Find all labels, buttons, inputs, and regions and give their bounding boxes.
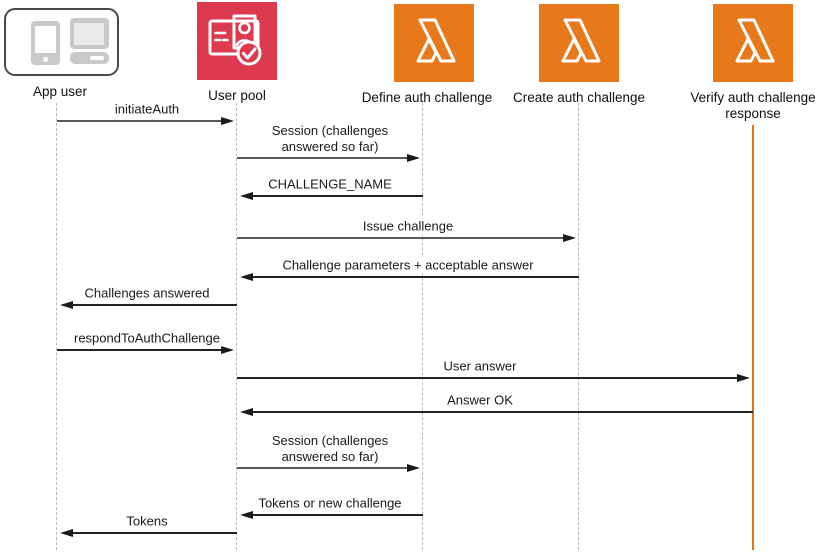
message-arrowhead-icon [407,153,420,162]
actor-label-define-auth-challenge: Define auth challenge [361,90,493,105]
laptop-base-slot [89,56,104,60]
lifeline-verify-auth-challenge-response [751,125,755,550]
message-line [251,411,753,413]
message-line [251,514,423,516]
devices-icon-frame [3,8,119,76]
message-label: Tokens [123,513,171,529]
message-line [251,195,423,197]
message-label: CHALLENGE_NAME [265,176,395,192]
message-label: User answer [440,358,520,374]
message-line [237,236,565,240]
lambda-icon [539,4,619,87]
message-label: Issue challenge [359,218,457,234]
message-arrowhead-icon [221,116,234,125]
message-label: respondToAuthChallenge [71,330,223,346]
lifeline-define-auth-challenge [422,103,424,550]
lifeline-create-auth-challenge [578,103,580,550]
message-arrowhead-icon [240,510,253,519]
actor-app-user: App user [0,0,157,100]
actor-user-pool: User pool [137,0,337,104]
phone-screen [34,26,56,53]
lambda-icon [394,4,474,87]
devices-icon [3,8,119,81]
phone-home-button [42,56,48,62]
actor-verify-auth-challenge-response: Verify auth challenge response [653,0,837,122]
message-arrowhead-icon [60,528,73,537]
actor-define-auth-challenge: Define auth challenge [323,0,523,106]
message-label: Session (challenges answered so far) [260,123,400,154]
lifeline-app-user [56,103,58,550]
message-line [57,119,223,123]
message-line [71,532,237,534]
message-label: Answer OK [444,392,516,408]
message-arrowhead-icon [240,191,253,200]
actor-label-create-auth-challenge: Create auth challenge [512,90,646,105]
message-arrowhead-icon [563,233,576,242]
actor-label-app-user: App user [32,84,88,99]
message-line [237,377,739,379]
user-pool-card-icon [197,2,277,85]
lambda-icon [713,4,793,87]
laptop-screen [74,22,104,45]
message-arrowhead-icon [240,407,253,416]
message-arrowhead-icon [60,300,73,309]
actor-create-auth-challenge: Create auth challenge [479,0,679,106]
message-label: Challenges answered [81,285,213,301]
message-label: Session (challenges answered so far) [260,433,400,464]
message-arrowhead-icon [240,272,253,281]
message-line [237,156,409,160]
laptop-base [69,52,109,64]
message-label: Tokens or new challenge [255,495,405,511]
actor-label-user-pool: User pool [208,88,266,103]
laptop-icon [69,18,109,49]
message-line [71,304,237,306]
phone-icon [30,21,60,65]
lifeline-user-pool [236,103,238,550]
message-line [57,349,223,351]
message-label: initiateAuth [111,101,183,117]
message-line [251,276,579,278]
message-label: Challenge parameters + acceptable answer [279,257,537,273]
message-arrowhead-icon [737,373,750,382]
message-line [237,466,409,470]
actor-label-verify-auth-challenge-response: Verify auth challenge response [690,90,816,121]
message-arrowhead-icon [221,345,234,354]
message-arrowhead-icon [407,463,420,472]
